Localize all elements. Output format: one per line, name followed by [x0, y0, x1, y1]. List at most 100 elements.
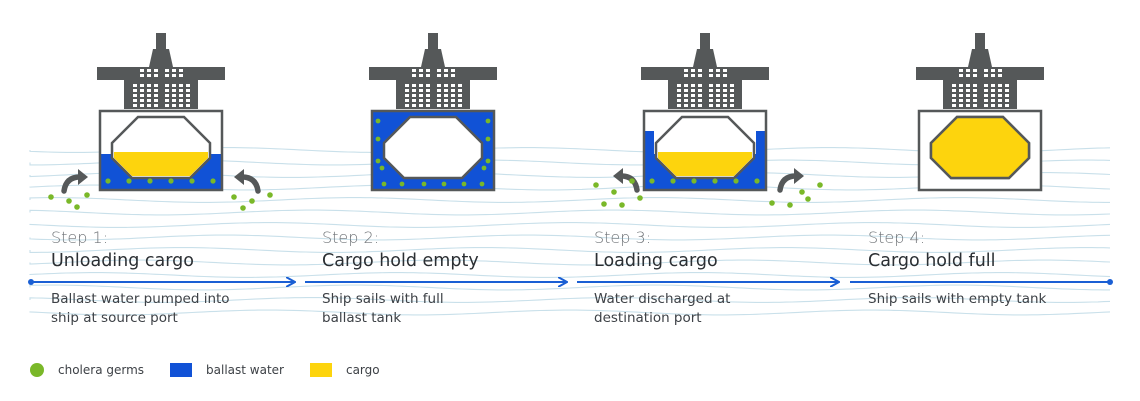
window [716, 84, 720, 87]
window [684, 84, 688, 87]
legend-label: cholera germs [58, 363, 145, 377]
window [998, 104, 1002, 107]
step-number: Step 4: [868, 228, 926, 247]
window [140, 69, 144, 72]
ships [48, 33, 1044, 211]
window [709, 84, 713, 87]
ballast-water-side [644, 131, 654, 154]
window [426, 99, 430, 102]
step-description: Water discharged at destination port [594, 290, 834, 328]
window [133, 94, 137, 97]
window [973, 99, 977, 102]
window [716, 69, 720, 72]
window [147, 84, 151, 87]
germ-dot [399, 181, 405, 187]
germ-dot [105, 178, 111, 184]
window [444, 74, 448, 77]
germ-dot [267, 192, 273, 198]
window [1005, 99, 1009, 102]
window [172, 69, 176, 72]
germ-dot [691, 178, 697, 184]
window [684, 99, 688, 102]
window [172, 89, 176, 92]
window [716, 94, 720, 97]
window [952, 104, 956, 107]
window [991, 74, 995, 77]
window [172, 74, 176, 77]
window [973, 94, 977, 97]
window [405, 94, 409, 97]
window [147, 94, 151, 97]
window [709, 94, 713, 97]
wave-line [29, 309, 1111, 316]
wave-line [29, 209, 1111, 216]
window [186, 94, 190, 97]
window [973, 89, 977, 92]
window [147, 89, 151, 92]
window [959, 74, 963, 77]
window [730, 94, 734, 97]
window [698, 94, 702, 97]
window [444, 89, 448, 92]
germ-dot [74, 204, 80, 210]
window [684, 89, 688, 92]
window [698, 104, 702, 107]
germ-dot [712, 178, 718, 184]
germ-dot [637, 195, 643, 201]
step-description-line-1: Water discharged at [594, 291, 731, 307]
window [691, 74, 695, 77]
window [973, 69, 977, 72]
germ-dot [240, 205, 246, 211]
window [458, 89, 462, 92]
window [966, 74, 970, 77]
wave-line [29, 297, 1111, 303]
window [140, 94, 144, 97]
bridge-deck [97, 67, 225, 80]
window [677, 89, 681, 92]
step-title: Cargo hold full [868, 251, 996, 271]
window [147, 104, 151, 107]
step-3: Step 3: Loading cargo Water discharged a… [594, 228, 844, 326]
step-title: Unloading cargo [51, 251, 194, 271]
bridge-deck [641, 67, 769, 80]
window [959, 104, 963, 107]
arrow-head [234, 169, 244, 185]
window [984, 84, 988, 87]
germ-dot [817, 182, 823, 188]
window [677, 99, 681, 102]
germ-dot [485, 158, 491, 164]
window [412, 74, 416, 77]
germ-dot [485, 118, 491, 124]
window [723, 104, 727, 107]
window [419, 89, 423, 92]
step-description: Ship sails with empty tank [868, 290, 1108, 309]
germ-dot [805, 196, 811, 202]
mast [975, 33, 985, 49]
window [1005, 84, 1009, 87]
window [147, 74, 151, 77]
window [154, 99, 158, 102]
window [426, 94, 430, 97]
window [966, 94, 970, 97]
window [998, 74, 1002, 77]
germ-dot [189, 178, 195, 184]
hull-outline [642, 109, 768, 192]
window [179, 99, 183, 102]
window [966, 84, 970, 87]
window [147, 69, 151, 72]
window [984, 69, 988, 72]
window [444, 69, 448, 72]
germ-dot [485, 136, 491, 142]
window [991, 69, 995, 72]
pump-arrow-icon [61, 169, 88, 194]
wave-line [29, 197, 1110, 203]
window [412, 104, 416, 107]
window [165, 69, 169, 72]
germ-dot [611, 189, 617, 195]
window [140, 99, 144, 102]
window [426, 69, 430, 72]
ship-2 [369, 33, 497, 192]
legend-label: ballast water [206, 363, 284, 377]
wave-line [29, 272, 1111, 278]
step-description: Ship sails with full ballast tank [322, 290, 562, 328]
